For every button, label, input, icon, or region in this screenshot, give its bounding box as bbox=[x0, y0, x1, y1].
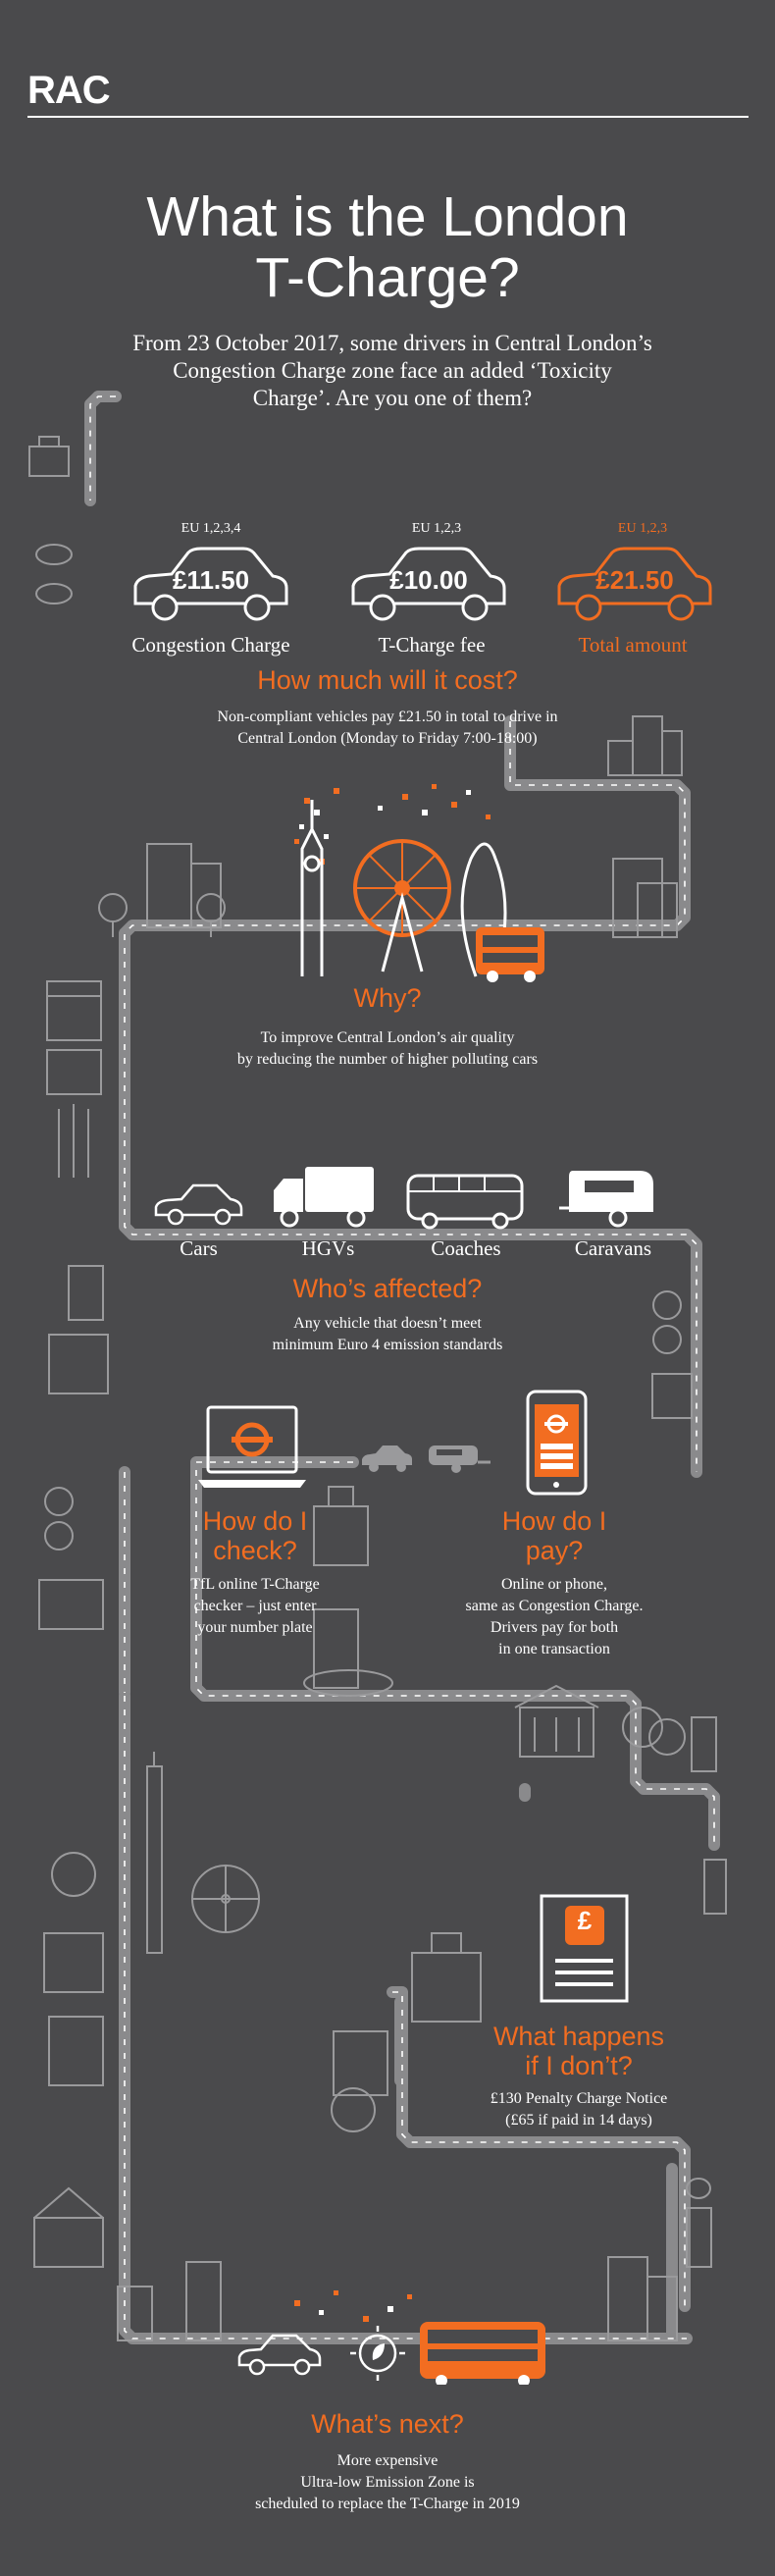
next-heading: What’s next? bbox=[311, 2409, 464, 2439]
hgv-truck-icon bbox=[274, 1167, 374, 1228]
car-outline-icon bbox=[351, 547, 506, 621]
car-outline-icon bbox=[557, 547, 712, 621]
euro-class-3: EU 1,2,3 bbox=[617, 521, 668, 536]
title-line-1: What is the London bbox=[146, 185, 629, 248]
penalty-heading-line-2: if I don’t? bbox=[525, 2051, 633, 2080]
total-price: £21.50 bbox=[595, 565, 674, 595]
next-text-line-2: Ultra-low Emission Zone is bbox=[300, 2474, 475, 2491]
penalty-heading: What happens if I don’t? bbox=[461, 2022, 697, 2080]
laptop-icon bbox=[198, 1405, 306, 1488]
total-amount-label: Total amount bbox=[578, 633, 688, 657]
smartphone-icon bbox=[526, 1390, 588, 1496]
why-text-line-1: To improve Central London’s air quality bbox=[260, 1029, 515, 1046]
intro-text: From 23 October 2017, some drivers in Ce… bbox=[132, 331, 652, 410]
check-text-line-1: TfL online T-Charge bbox=[190, 1576, 320, 1593]
check-text: TfL online T-Charge checker – just enter… bbox=[152, 1574, 358, 1639]
vehicle-label-caravans: Caravans bbox=[574, 1236, 652, 1260]
check-text-line-2: checker – just enter bbox=[193, 1598, 317, 1614]
future-vehicles-illustration bbox=[237, 2290, 545, 2385]
pay-heading: How do I pay? bbox=[456, 1506, 652, 1565]
pay-text-line-4: in one transaction bbox=[498, 1641, 610, 1657]
cost-heading: How much will it cost? bbox=[257, 665, 518, 695]
vehicle-label-hgvs: HGVs bbox=[301, 1236, 355, 1260]
pay-text-line-1: Online or phone, bbox=[501, 1576, 607, 1593]
coach-bus-icon bbox=[406, 1174, 524, 1230]
pay-text: Online or phone, same as Congestion Char… bbox=[422, 1574, 687, 1660]
traffic-icons bbox=[362, 1446, 491, 1473]
check-text-line-3: your number plate bbox=[197, 1619, 313, 1636]
pay-text-line-3: Drivers pay for both bbox=[490, 1619, 619, 1636]
why-heading: Why? bbox=[353, 983, 422, 1013]
penalty-text-line-2: (£65 if paid in 14 days) bbox=[505, 2112, 652, 2129]
pay-text-line-2: same as Congestion Charge. bbox=[465, 1598, 644, 1614]
cost-text-line-1: Non-compliant vehicles pay £21.50 in tot… bbox=[217, 709, 558, 725]
why-text-line-2: by reducing the number of higher polluti… bbox=[236, 1051, 539, 1068]
affected-heading: Who’s affected? bbox=[292, 1274, 483, 1303]
header-divider bbox=[27, 116, 749, 118]
rac-logo: RAC bbox=[27, 69, 111, 112]
pay-heading-line-1: How do I bbox=[501, 1506, 607, 1536]
car-icon bbox=[154, 1183, 243, 1226]
euro-class-2: EU 1,2,3 bbox=[411, 521, 462, 536]
congestion-charge-label: Congestion Charge bbox=[131, 633, 290, 657]
next-text-line-1: More expensive bbox=[336, 2452, 439, 2469]
vehicle-label-cars: Cars bbox=[180, 1236, 218, 1260]
next-text: More expensive Ultra-low Emission Zone i… bbox=[177, 2450, 598, 2515]
check-heading-line-2: check? bbox=[213, 1536, 297, 1565]
check-heading: How do I check? bbox=[157, 1506, 353, 1565]
euro-class-1: EU 1,2,3,4 bbox=[181, 521, 241, 536]
affected-text-line-1: Any vehicle that doesn’t meet bbox=[293, 1315, 482, 1332]
pound-icon: £ bbox=[577, 1906, 593, 1935]
london-landmarks-illustration bbox=[294, 784, 544, 982]
cost-text-line-2: Central London (Monday to Friday 7:00-18… bbox=[237, 730, 538, 747]
penalty-text-line-1: £130 Penalty Charge Notice bbox=[490, 2090, 668, 2107]
penalty-heading-line-1: What happens bbox=[492, 2022, 665, 2051]
title-line-2: T-Charge? bbox=[255, 246, 520, 309]
caravan-icon bbox=[559, 1171, 653, 1228]
penalty-text: £130 Penalty Charge Notice (£65 if paid … bbox=[446, 2088, 711, 2131]
vehicle-label-coaches: Coaches bbox=[431, 1236, 501, 1260]
penalty-notice-icon bbox=[540, 1894, 629, 2003]
next-text-line-3: scheduled to replace the T-Charge in 201… bbox=[255, 2496, 520, 2512]
page-title: What is the London T-Charge? bbox=[59, 186, 716, 308]
t-charge-price: £10.00 bbox=[389, 565, 468, 595]
congestion-charge-price: £11.50 bbox=[172, 565, 250, 595]
affected-text-line-2: minimum Euro 4 emission standards bbox=[272, 1337, 503, 1353]
t-charge-label: T-Charge fee bbox=[378, 633, 486, 657]
car-outline-icon bbox=[133, 547, 288, 621]
pay-heading-line-2: pay? bbox=[525, 1536, 584, 1565]
check-heading-line-1: How do I bbox=[202, 1506, 308, 1536]
